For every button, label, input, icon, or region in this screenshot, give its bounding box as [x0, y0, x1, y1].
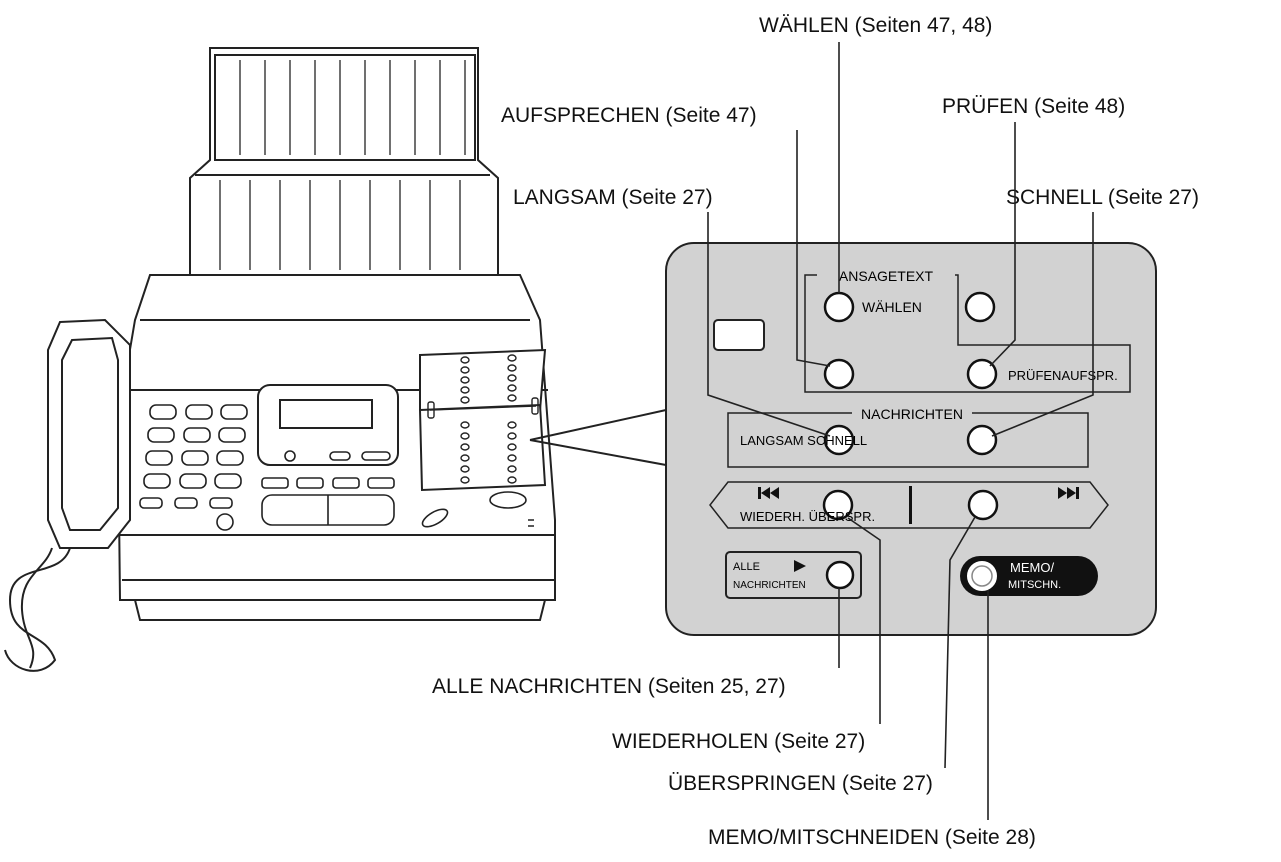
memo-pill [960, 556, 1098, 596]
alle-nachrichten-button[interactable] [825, 560, 855, 590]
unlabeled-button[interactable] [964, 291, 996, 323]
fax-machine-illustration [4, 47, 667, 672]
panel-indicator-light [713, 319, 765, 351]
play-icon [794, 560, 806, 572]
mitschn-label: MITSCHN. [1008, 579, 1061, 591]
callout-memo: MEMO/MITSCHNEIDEN (Seite 28) [708, 826, 1036, 849]
ansagetext-label: ANSAGETEXT [839, 268, 934, 284]
aufsprechen-button[interactable] [823, 358, 855, 390]
pruefen-aufspr-label: PRÜFENAUFSPR. [1008, 368, 1118, 383]
schnell-button[interactable] [966, 424, 998, 456]
waehlen-label: WÄHLEN [862, 299, 922, 315]
memo-label: MEMO/ [1010, 560, 1054, 575]
rewind-icon [758, 487, 779, 499]
nachrichten-label: NACHRICHTEN [861, 406, 963, 422]
control-panel: ANSAGETEXT WÄHLEN PRÜFENAUFSPR. NACHRICH… [665, 242, 1157, 636]
wiederh-ueberspr-label: WIEDERH. ÜBERSPR. [740, 509, 875, 524]
callout-langsam: LANGSAM (Seite 27) [513, 186, 713, 209]
alle-nachrichten-box [725, 551, 862, 599]
callout-alle-nachrichten: ALLE NACHRICHTEN (Seiten 25, 27) [432, 675, 786, 698]
callout-schnell: SCHNELL (Seite 27) [1006, 186, 1199, 209]
langsam-button[interactable] [823, 424, 855, 456]
ansagetext-group [804, 274, 1131, 393]
alle-nachrichten-label: NACHRICHTEN [733, 580, 806, 591]
ueberspringen-button[interactable] [967, 489, 999, 521]
callout-aufsprechen: AUFSPRECHEN (Seite 47) [501, 104, 757, 127]
callout-pruefen: PRÜFEN (Seite 48) [942, 95, 1126, 118]
callout-wiederholen: WIEDERHOLEN (Seite 27) [612, 730, 866, 753]
skip-repeat-group [709, 481, 1109, 529]
wiederholen-button[interactable] [822, 489, 854, 521]
alle-label: ALLE [733, 561, 760, 573]
callout-waehlen: WÄHLEN (Seiten 47, 48) [759, 14, 993, 37]
langsam-schnell-label: LANGSAM SCHNELL [740, 433, 867, 448]
leader-lines [707, 42, 1094, 820]
fast-forward-icon [1058, 487, 1079, 499]
pruefen-button[interactable] [966, 358, 998, 390]
waehlen-button[interactable] [823, 291, 855, 323]
callout-ueberspringen: ÜBERSPRINGEN (Seite 27) [668, 772, 933, 795]
